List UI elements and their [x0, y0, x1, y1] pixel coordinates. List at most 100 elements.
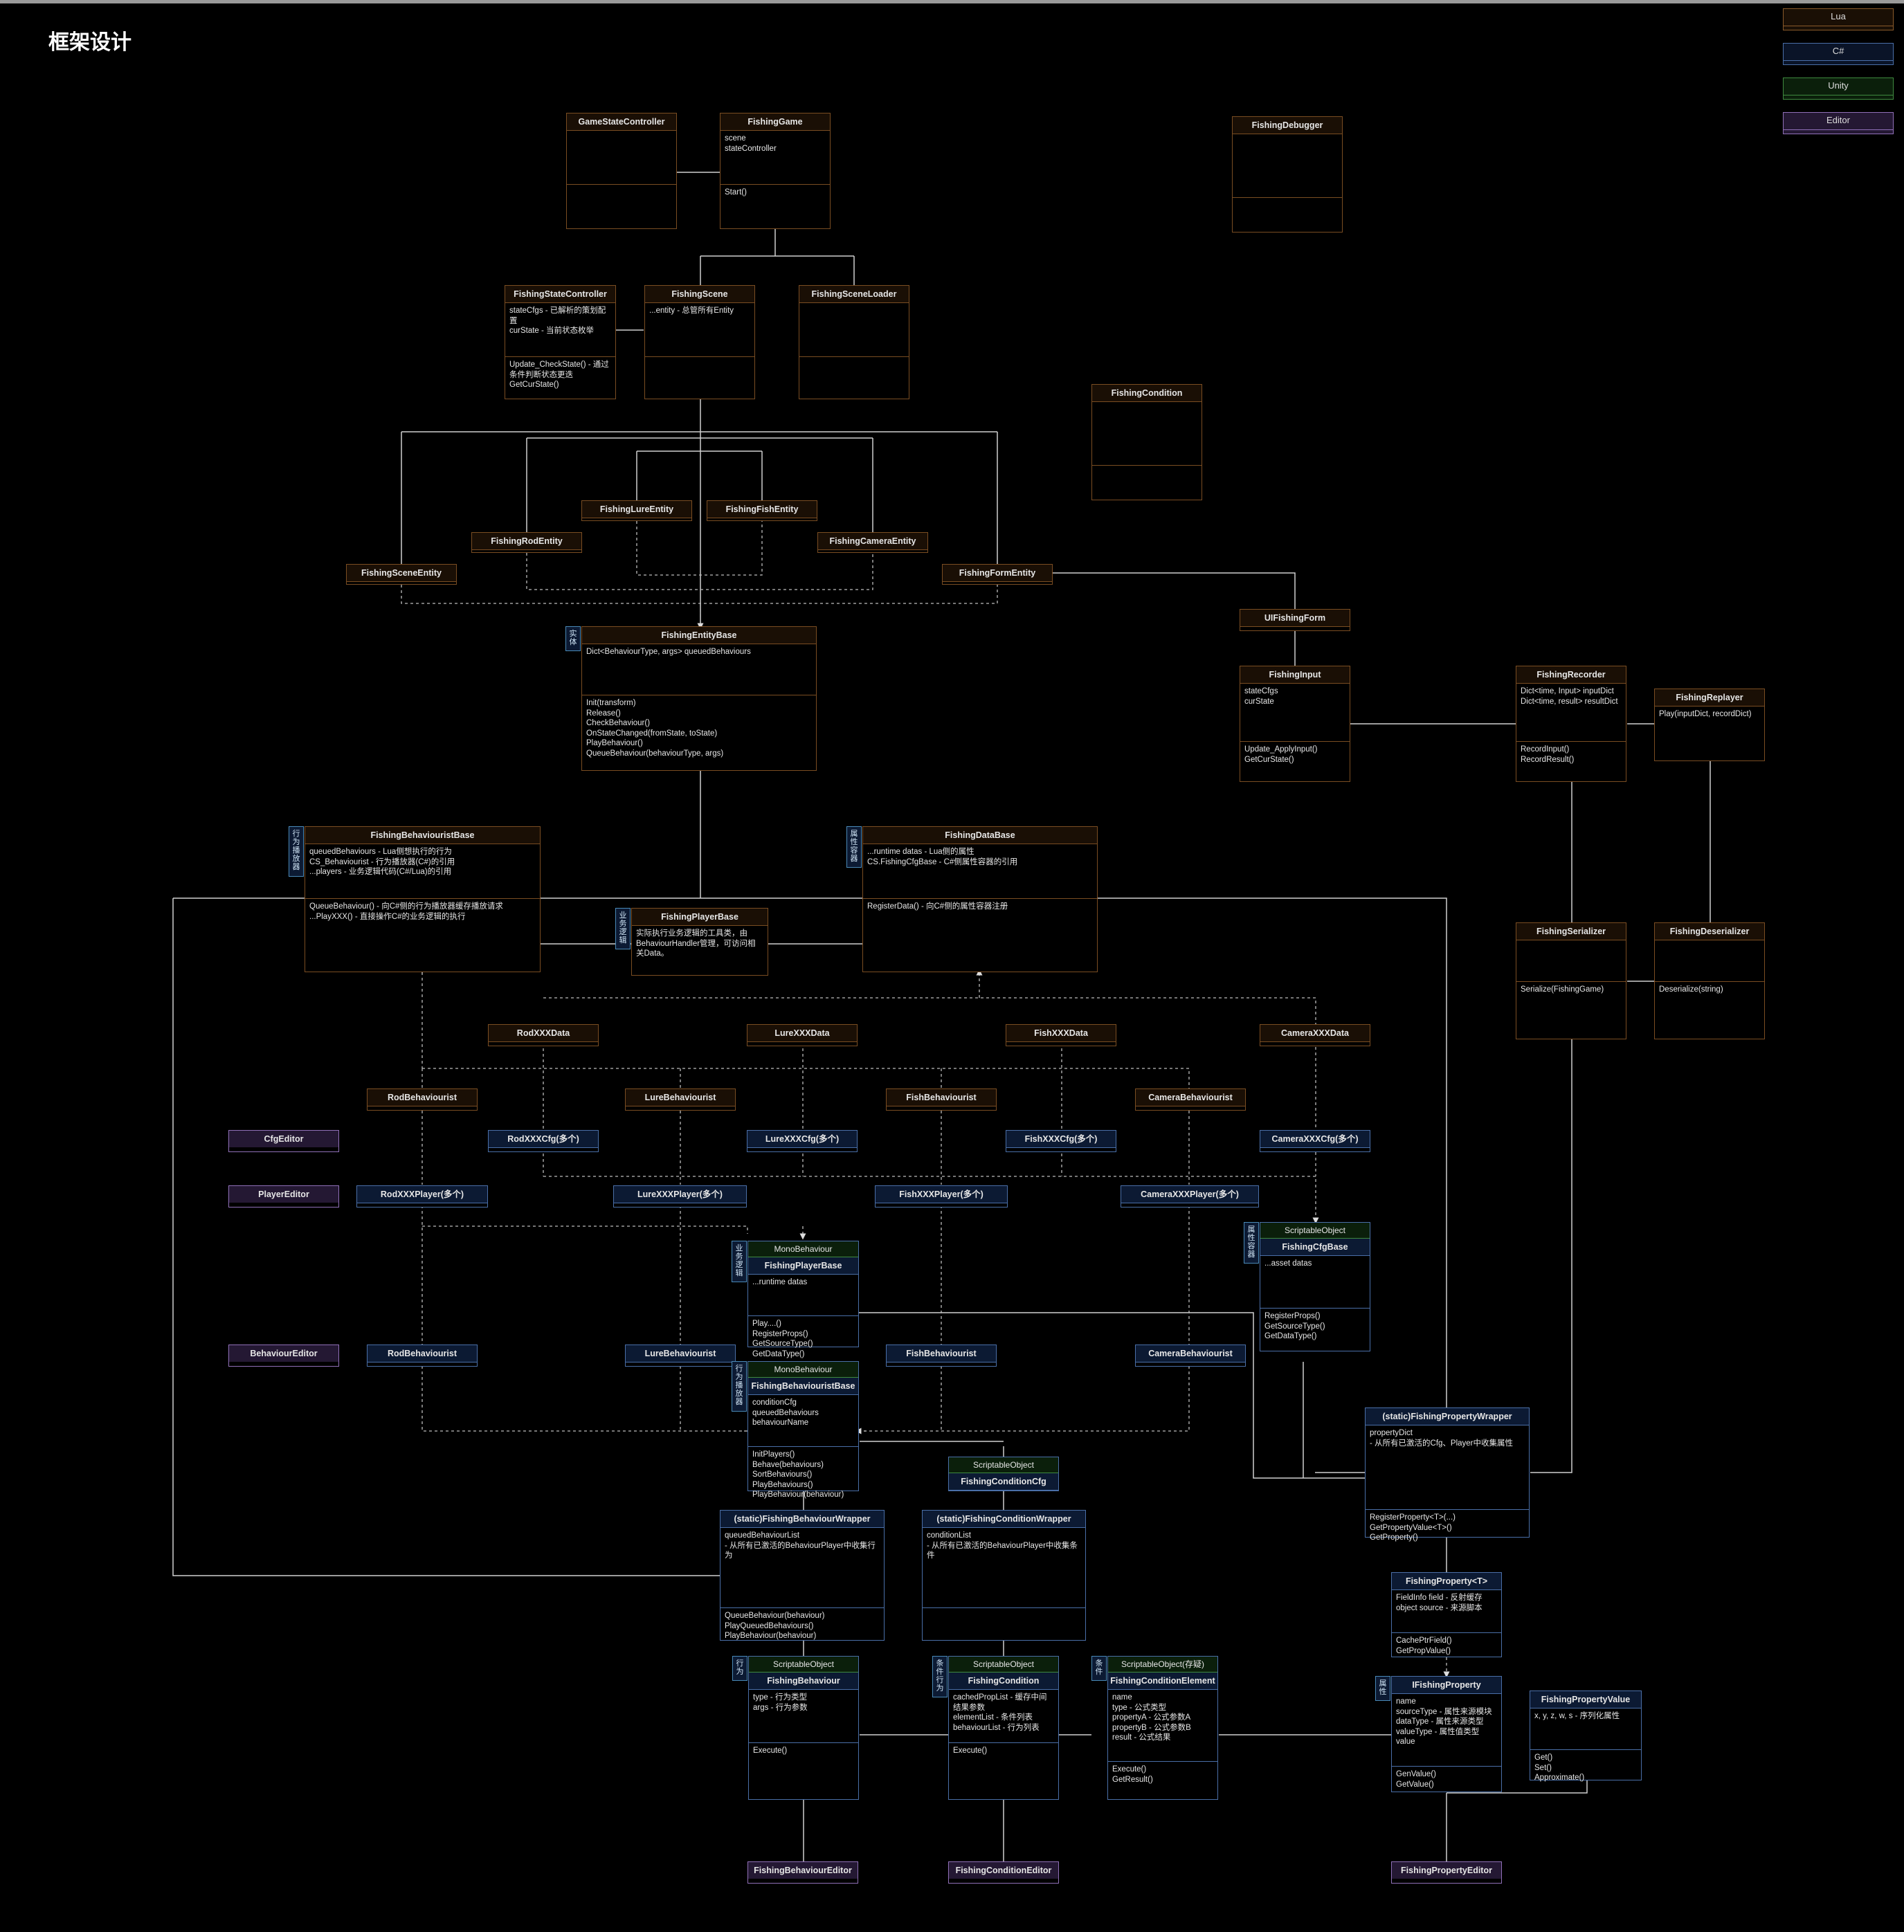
class-rod-xxxdata[interactable]: RodXXXData: [488, 1024, 599, 1046]
class-rod-xxxcfg[interactable]: RodXXXCfg(多个): [488, 1130, 599, 1152]
class-name: IFishingProperty: [1392, 1677, 1501, 1694]
class-attributes: ...runtime datas - Lua侧的属性 CS.FishingCfg…: [863, 844, 1097, 899]
class-uifishing-form[interactable]: UIFishingForm: [1240, 609, 1350, 631]
class-name: FishingCondition: [1092, 385, 1202, 402]
class-name: FishXXXPlayer(多个): [876, 1186, 1007, 1203]
connector: [1530, 1039, 1572, 1473]
class-fishing-lure-entity[interactable]: FishingLureEntity: [581, 500, 692, 521]
class-fishing-property-t[interactable]: FishingProperty<T>FieldInfo field - 反射缓存…: [1391, 1572, 1502, 1657]
class-fishing-condition-element[interactable]: ScriptableObject(存疑)FishingConditionElem…: [1107, 1656, 1218, 1800]
class-rod-behaviourist-cs[interactable]: RodBehaviourist: [367, 1345, 478, 1367]
class-name: CfgEditor: [229, 1131, 338, 1147]
class-operations: Get() Set() Approximate(): [1534, 1753, 1585, 1782]
class-tag-label: 行为: [732, 1656, 747, 1681]
class-fishing-debugger[interactable]: FishingDebugger: [1232, 116, 1343, 233]
class-name: LureBehaviourist: [626, 1345, 735, 1363]
class-fishing-fish-entity[interactable]: FishingFishEntity: [707, 500, 817, 521]
class-lure-xxxdata[interactable]: LureXXXData: [747, 1024, 858, 1046]
class-fishing-data-base[interactable]: FishingDataBase...runtime datas - Lua侧的属…: [862, 826, 1098, 972]
class-attributes: Dict<BehaviourType, args> queuedBehaviou…: [582, 644, 816, 695]
class-stereotype: ScriptableObject: [949, 1457, 1058, 1473]
class-name: FishingDebugger: [1233, 117, 1342, 134]
class-camera-behaviourist-cs[interactable]: CameraBehaviourist: [1135, 1345, 1246, 1367]
dashed-connector: [421, 1205, 747, 1432]
dashed-connector: [422, 1225, 748, 1234]
class-name: FishingBehaviouristBase: [748, 1378, 858, 1395]
class-fishing-scene[interactable]: FishingScene...entity - 总管所有Entity: [644, 285, 755, 399]
class-fishing-scene-loader[interactable]: FishingSceneLoader: [799, 285, 909, 399]
class-fish-behaviourist-cs[interactable]: FishBehaviourist: [886, 1345, 997, 1367]
class-fishing-condition-editor[interactable]: FishingConditionEditor: [948, 1861, 1059, 1884]
class-name: BehaviourEditor: [229, 1345, 338, 1362]
class-attributes: queuedBehaviourList - 从所有已激活的BehaviourPl…: [720, 1528, 884, 1608]
class-stereotype: ScriptableObject: [749, 1657, 858, 1673]
class-camera-behaviourist-lua[interactable]: CameraBehaviourist: [1135, 1088, 1246, 1111]
class-lure-behaviourist-lua[interactable]: LureBehaviourist: [625, 1088, 736, 1111]
class-fishing-condition-lua[interactable]: FishingCondition: [1091, 384, 1202, 500]
class-lure-xxxplayer[interactable]: LureXXXPlayer(多个): [613, 1185, 747, 1208]
class-name: FishingRodEntity: [472, 533, 581, 550]
class-lure-behaviourist-cs[interactable]: LureBehaviourist: [625, 1345, 736, 1367]
class-camera-xxxcfg[interactable]: CameraXXXCfg(多个): [1260, 1130, 1370, 1152]
class-name: FishingBehaviour: [749, 1673, 858, 1690]
class-name: FishingStateController: [505, 286, 615, 303]
class-fish-xxxcfg[interactable]: FishXXXCfg(多个): [1006, 1130, 1116, 1152]
class-fish-xxxdata[interactable]: FishXXXData: [1006, 1024, 1116, 1046]
class-rod-xxxplayer[interactable]: RodXXXPlayer(多个): [356, 1185, 488, 1208]
class-operations: Serialize(FishingGame): [1521, 985, 1604, 994]
class-lure-xxxcfg[interactable]: LureXXXCfg(多个): [747, 1130, 858, 1152]
class-camera-xxxplayer[interactable]: CameraXXXPlayer(多个): [1121, 1185, 1259, 1208]
class-name: FishXXXData: [1006, 1025, 1116, 1042]
page-title: 框架设计: [48, 31, 132, 54]
class-name: FishingSerializer: [1516, 923, 1626, 940]
class-name: LureBehaviourist: [626, 1089, 735, 1106]
class-fishing-camera-entity[interactable]: FishingCameraEntity: [817, 532, 928, 553]
class-name: CameraXXXPlayer(多个): [1121, 1186, 1258, 1203]
class-fishing-rod-entity[interactable]: FishingRodEntity: [471, 532, 582, 553]
class-name: PlayerEditor: [229, 1186, 338, 1203]
class-name: UIFishingForm: [1240, 610, 1350, 627]
class-game-state-controller[interactable]: GameStateController: [566, 113, 677, 229]
class-operations: Update_CheckState() - 通过条件判断状态更迭 GetCurS…: [509, 361, 609, 389]
class-attributes: [567, 131, 676, 185]
class-fishing-behaviour-editor[interactable]: FishingBehaviourEditor: [747, 1861, 858, 1884]
class-rod-behaviourist-lua[interactable]: RodBehaviourist: [367, 1088, 478, 1111]
class-fish-xxxplayer[interactable]: FishXXXPlayer(多个): [875, 1185, 1008, 1208]
class-fishing-scene-entity[interactable]: FishingSceneEntity: [346, 564, 457, 585]
class-cfg-editor[interactable]: CfgEditor: [228, 1130, 339, 1152]
legend-cs: C#: [1783, 43, 1894, 65]
class-fishing-form-entity[interactable]: FishingFormEntity: [942, 564, 1053, 585]
class-attributes: [1092, 402, 1202, 466]
connector: [1052, 572, 1296, 609]
class-camera-xxxdata[interactable]: CameraXXXData: [1260, 1024, 1370, 1046]
class-name: FishXXXCfg(多个): [1006, 1131, 1116, 1148]
class-behaviour-editor[interactable]: BehaviourEditor: [228, 1345, 339, 1367]
class-name: FishingConditionElement: [1108, 1673, 1217, 1690]
class-fishing-property-editor[interactable]: FishingPropertyEditor: [1391, 1861, 1502, 1884]
class-fish-behaviourist-lua[interactable]: FishBehaviourist: [886, 1088, 997, 1111]
class-player-editor[interactable]: PlayerEditor: [228, 1185, 339, 1208]
dashed-connector: [636, 521, 763, 576]
